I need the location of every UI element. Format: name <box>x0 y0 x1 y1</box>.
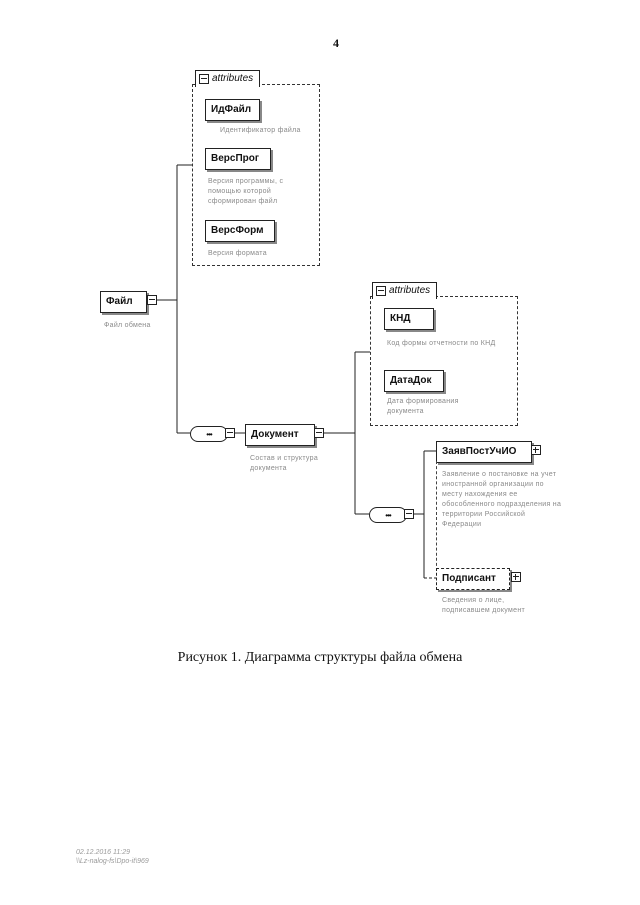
attr-label: ВерсПрог <box>211 153 260 164</box>
attr-label: КНД <box>390 313 411 324</box>
collapse-icon[interactable] <box>225 428 235 438</box>
attr-description: Идентификатор файла <box>220 127 301 134</box>
sequence-compositor[interactable]: ••• <box>369 507 407 523</box>
child-label: Подписант <box>442 573 496 584</box>
child-description: Сведения о лице, подписавшем документ <box>442 597 526 614</box>
root-description: Файл обмена <box>104 322 151 329</box>
attr-description: Код формы отчетности по КНД <box>387 340 496 347</box>
collapse-icon[interactable] <box>199 74 209 84</box>
attr-description: Версия программы, с помощью которой сфор… <box>208 178 284 205</box>
attr-label: ИдФайл <box>211 104 252 115</box>
collapse-icon[interactable] <box>404 509 414 519</box>
child-node-zayavpostuchio[interactable]: ЗаявПостУчИО <box>436 441 532 463</box>
root-node-fajl[interactable]: Файл <box>100 291 147 313</box>
root-attributes-tab[interactable]: attributes <box>195 70 261 87</box>
document-label: Документ <box>251 429 299 440</box>
attr-versprog[interactable]: ВерсПрог <box>205 148 271 170</box>
footer-line-2: \\Lz-nalog-fs\Dpo-it\969 <box>76 858 149 865</box>
root-label: Файл <box>106 296 133 307</box>
attr-knd[interactable]: КНД <box>384 308 434 330</box>
sequence-icon: ••• <box>206 429 212 439</box>
sequence-icon: ••• <box>385 510 391 520</box>
attr-description: Дата формирования документа <box>387 398 459 415</box>
document-attributes-tab[interactable]: attributes <box>372 282 438 299</box>
attr-idfajl[interactable]: ИдФайл <box>205 99 260 121</box>
page-number: 4 <box>333 36 339 50</box>
sequence-compositor[interactable]: ••• <box>190 426 228 442</box>
attr-label: ДатаДок <box>390 375 432 386</box>
collapse-icon[interactable] <box>147 295 157 305</box>
document-description: Состав и структура документа <box>250 455 319 472</box>
attributes-label: attributes <box>212 73 254 84</box>
document-node[interactable]: Документ <box>245 424 315 446</box>
attr-description: Версия формата <box>208 250 267 257</box>
document-attributes-group <box>370 296 518 426</box>
child-description: Заявление о постановке на учет иностранн… <box>442 471 562 528</box>
child-node-podpisant[interactable]: Подписант <box>436 568 510 590</box>
footer-stamp: 02.12.2016 11:29 \\Lz-nalog-fs\Dpo-it\96… <box>76 848 149 866</box>
attributes-label: attributes <box>389 285 431 296</box>
footer-line-1: 02.12.2016 11:29 <box>76 849 130 856</box>
expand-icon[interactable] <box>511 572 521 582</box>
attr-datadok[interactable]: ДатаДок <box>384 370 444 392</box>
collapse-icon[interactable] <box>376 286 386 296</box>
attr-label: ВерсФорм <box>211 225 264 236</box>
expand-icon[interactable] <box>531 445 541 455</box>
figure-caption: Рисунок 1. Диаграмма структуры файла обм… <box>177 650 463 665</box>
collapse-icon[interactable] <box>314 428 324 438</box>
child-label: ЗаявПостУчИО <box>442 446 517 457</box>
attr-versform[interactable]: ВерсФорм <box>205 220 275 242</box>
optional-connector <box>436 461 437 571</box>
